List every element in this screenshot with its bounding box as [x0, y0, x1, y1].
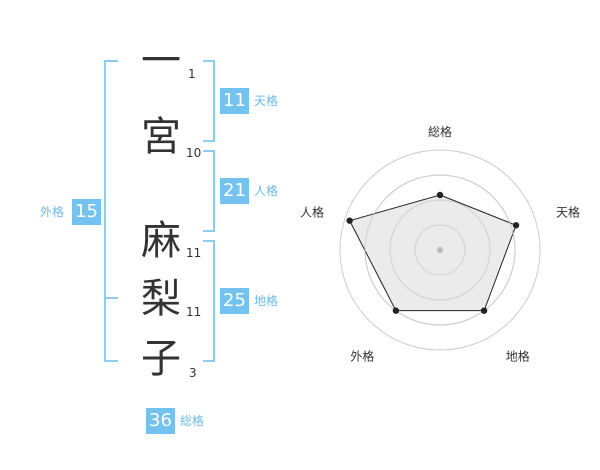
- jinkaku-score: 21: [220, 178, 249, 204]
- radar-axis-label-3: 外格: [350, 349, 374, 364]
- gaikaku-label: 外格: [40, 205, 65, 219]
- radar-axis-label-0: 総格: [428, 124, 452, 139]
- radar-point-天格: [512, 222, 520, 229]
- soukaku-score: 36: [146, 408, 175, 434]
- gaikaku-bracket-mid-tick: [104, 297, 118, 299]
- stroke-count-5: 3: [189, 366, 197, 380]
- jinkaku-bracket: [203, 150, 215, 232]
- radar-point-総格: [436, 191, 444, 199]
- tenkaku-score: 11: [220, 88, 249, 114]
- radar-axis-label-2: 地格: [506, 349, 530, 364]
- stroke-count-3: 11: [186, 246, 202, 260]
- stroke-count-2: 10: [186, 146, 202, 160]
- radar-point-人格: [346, 217, 353, 224]
- gaikaku-score: 15: [72, 199, 101, 225]
- name-char-3: 麻: [141, 218, 181, 264]
- name-char-2: 宮: [141, 114, 181, 160]
- chikaku-bracket: [203, 240, 215, 362]
- radar-axis-label-4: 人格: [300, 204, 324, 219]
- radar-data-polygon: [348, 194, 517, 312]
- radar-inner-ring-1: [414, 224, 466, 276]
- name-char-5: 子: [141, 336, 181, 382]
- chikaku-score: 25: [220, 288, 249, 314]
- gaikaku-bracket: [104, 60, 118, 362]
- radar-point-地格: [480, 307, 488, 314]
- chikaku-label: 地格: [254, 294, 279, 308]
- name-char-1: 一: [141, 38, 181, 84]
- radar-axis-label-1: 天格: [556, 204, 580, 219]
- radar-inner-ring-3: [364, 174, 516, 326]
- stroke-count-4: 11: [186, 305, 202, 319]
- soukaku-label: 総格: [180, 414, 205, 428]
- stroke-count-1: 1: [188, 67, 196, 81]
- jinkaku-label: 人格: [254, 184, 279, 198]
- tenkaku-bracket: [203, 60, 215, 142]
- radar-inner-ring-2: [389, 199, 491, 301]
- name-char-4: 梨: [141, 276, 181, 322]
- radar-center-dot: [437, 247, 443, 253]
- radar-ring-4: [339, 149, 541, 351]
- radar-point-外格: [392, 307, 400, 314]
- tenkaku-label: 天格: [254, 94, 279, 108]
